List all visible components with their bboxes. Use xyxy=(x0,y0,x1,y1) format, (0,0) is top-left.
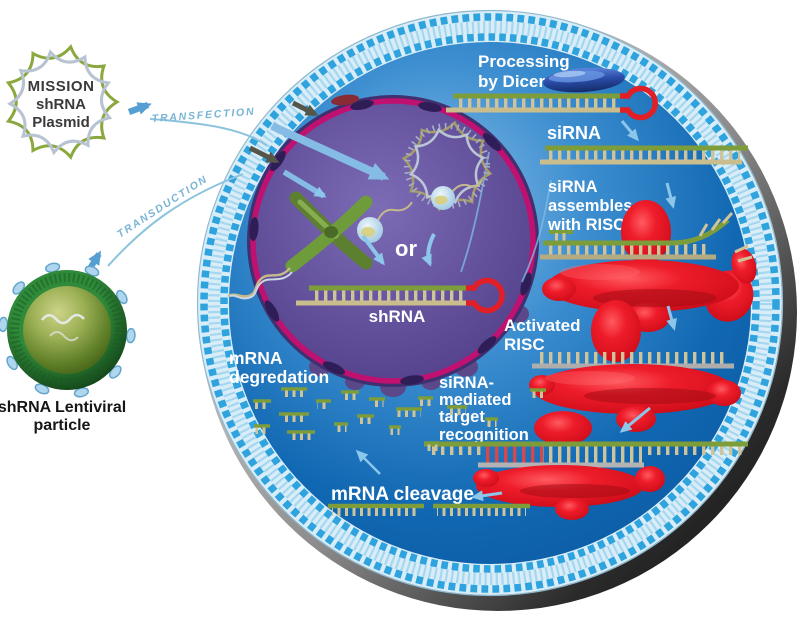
lentivirus-icon xyxy=(0,262,136,398)
pathway-curve-inner-2 xyxy=(521,179,552,283)
transduction-label: TRANSDUCTION xyxy=(115,173,210,241)
activated-label-line2: RISC xyxy=(504,335,545,354)
arrow-to-cleavage xyxy=(471,490,503,502)
membrane-entry-arrow-icon xyxy=(291,100,319,117)
activated-risc-complex-icon xyxy=(529,300,741,432)
processing-by-dicer-step: Processing by Dicer xyxy=(446,52,658,121)
recognition-label-line2: mediated xyxy=(439,391,511,409)
shrna-hairpin-icon xyxy=(296,277,505,314)
cleaved-mrna-fragment-icon xyxy=(433,503,530,516)
lentiviral-label-line1: shRNA Lentiviral xyxy=(0,399,126,416)
transfection-curve xyxy=(149,118,268,147)
plasmid-strand-gray-icon xyxy=(6,49,113,156)
transduction-curve xyxy=(107,173,244,267)
rim-patch xyxy=(331,94,359,106)
sirna-assembles-step: siRNA assembles with RISC xyxy=(540,178,757,332)
nucleus xyxy=(247,94,539,397)
cleavage-label: mRNA cleavage xyxy=(331,484,474,505)
nuclear-pores xyxy=(249,99,532,385)
cell-membrane-bilayer-icon xyxy=(196,9,784,597)
arrow-activated-to-recognition xyxy=(619,406,651,433)
chromatin-strand-icon xyxy=(227,267,293,300)
arrow-to-degredation xyxy=(355,449,381,475)
sirna-duplex-icon xyxy=(540,145,748,165)
arrow-dicer-to-sirna xyxy=(620,120,639,142)
transfection-path: TRANSFECTION xyxy=(127,101,268,147)
cleaved-mrna-fragment-icon xyxy=(328,503,424,516)
virus-ring-texture xyxy=(10,273,124,387)
arrow-risc-to-activated xyxy=(666,305,677,331)
shrna-label: shRNA xyxy=(369,307,426,326)
processing-label-line2: by Dicer xyxy=(478,72,545,91)
or-label: or xyxy=(395,236,417,261)
mrna-degredation-step: mRNA degredation xyxy=(229,348,546,475)
degredation-label-line1: mRNA xyxy=(229,348,283,368)
target-recognition-step: siRNA- mediated target recognition xyxy=(424,374,748,520)
mrna-cleavage-step: mRNA cleavage xyxy=(328,484,530,516)
plasmid-strand-green-icon xyxy=(5,44,120,160)
nucleus-contents: or shRNA xyxy=(227,120,552,326)
rna-polymerase-icon xyxy=(431,179,483,210)
activated-risc-step: Activated RISC xyxy=(504,300,741,432)
mrna-strand-icon xyxy=(424,441,748,468)
arrow-sirna-to-risc xyxy=(665,182,677,209)
assembles-label-line2: assembles xyxy=(548,197,632,215)
degredation-label-line2: degredation xyxy=(229,367,329,387)
plasmid-label-line1: MISSION xyxy=(28,78,95,95)
virus-rna-icon xyxy=(41,313,85,342)
transfection-arrow-icon xyxy=(127,101,152,116)
lentiviral-label-line2: particle xyxy=(34,417,91,434)
recognition-label-line4: recognition xyxy=(439,426,529,444)
arrow-or-left xyxy=(361,234,385,266)
chromosome-icon xyxy=(285,191,373,273)
guide-strand-icon xyxy=(532,352,734,369)
shrna-hairpin-icon xyxy=(446,85,658,121)
activated-label-line1: Activated xyxy=(504,316,581,335)
entry-arrow-to-plasmid xyxy=(270,122,390,181)
assembles-label-line3: with RISC xyxy=(547,216,625,234)
plasmid-label-line2: shRNA xyxy=(36,96,86,113)
nuclear-envelope-rim xyxy=(250,98,536,384)
nucleus-body xyxy=(253,101,533,381)
assembles-label-line1: siRNA xyxy=(548,178,598,196)
sirna-label: siRNA xyxy=(547,123,601,143)
dicer-enzyme-icon xyxy=(543,67,625,93)
sirna-step: siRNA xyxy=(540,123,748,165)
processing-label-line1: Processing xyxy=(478,52,570,71)
recognition-label-line1: siRNA- xyxy=(439,374,494,392)
plasmid-inner-fill xyxy=(13,54,109,150)
sirna-on-risc-icon xyxy=(540,211,753,263)
risc-complex-icon xyxy=(540,200,757,332)
arrow-or-right xyxy=(421,233,436,267)
mission-shrna-plasmid: MISSION shRNA Plasmid xyxy=(5,44,120,160)
recognition-complex-icon xyxy=(424,411,748,520)
mrna-fragments xyxy=(253,387,546,451)
virus-core xyxy=(23,286,111,374)
plasmid-label-line3: Plasmid xyxy=(32,114,90,131)
membrane-entry-arrow-icon xyxy=(248,145,280,164)
transfection-label: TRANSFECTION xyxy=(151,106,255,125)
entry-arrow-to-chromosome xyxy=(282,169,327,199)
